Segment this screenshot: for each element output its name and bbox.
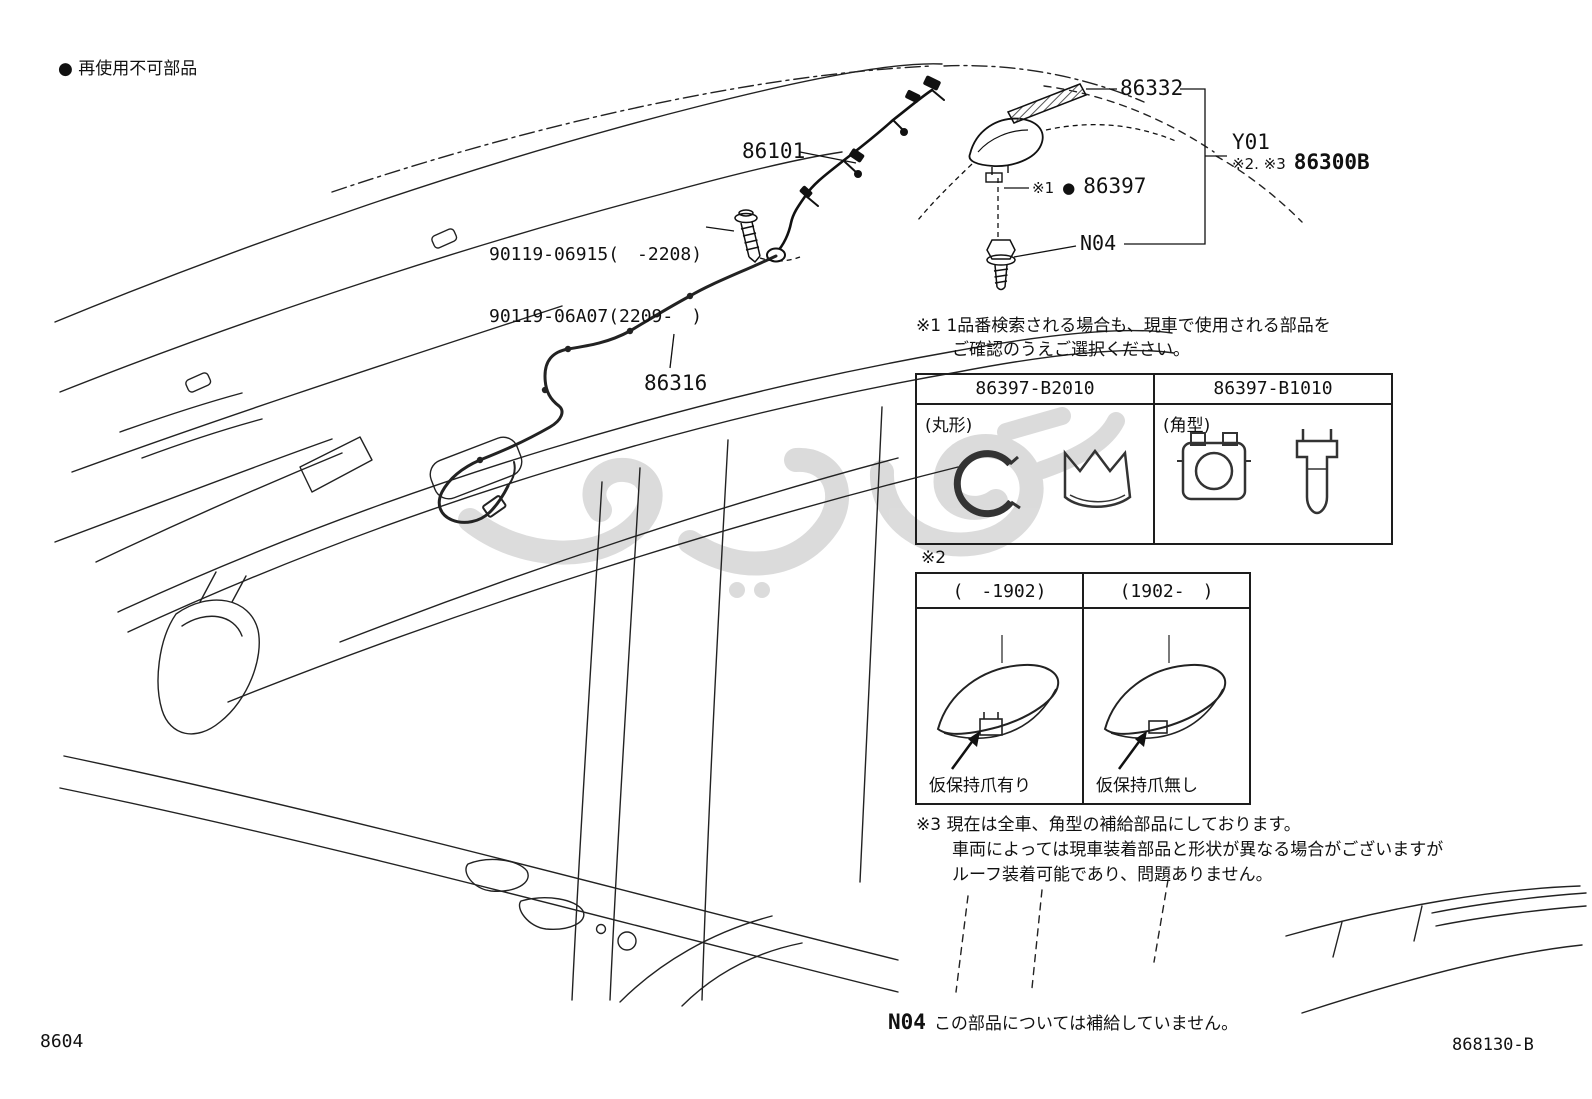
note2-mark: ※2: [921, 548, 947, 568]
part-label-86397: ※1 ● 86397: [1032, 174, 1146, 198]
footer-note-code: N04: [888, 1010, 926, 1034]
page-number: 8604: [40, 1031, 84, 1052]
ref-mark-86397: ※1: [1032, 179, 1055, 197]
fin-with-claw-drawing: [936, 635, 1059, 770]
table1-round-cell: (丸形): [917, 405, 1153, 543]
footer-note-text: この部品については補給していません。: [933, 1014, 1239, 1034]
door-handles: [465, 858, 637, 951]
table2-no-claw-caption: 仮保持爪無し: [1096, 776, 1198, 796]
legend-non-reusable: ● 再使用不可部品: [58, 59, 198, 80]
table1-square-cell: (角型): [1153, 405, 1391, 543]
table2-claw-caption: 仮保持爪有り: [929, 776, 1031, 796]
fin-without-claw-drawing: [1103, 635, 1226, 770]
note3-line2: 車両によっては現車装着部品と形状が異なる場合がございますが: [952, 840, 1444, 860]
fin-variant-table: ( -1902) (1902- ) 仮保持爪有り: [915, 572, 1251, 805]
part-label-n04: N04: [1080, 231, 1117, 255]
table2-col2-header: (1902- ): [1082, 574, 1249, 607]
footer-note: N04 この部品については補給していません。: [888, 1010, 1238, 1035]
clip-square-drawings: [1177, 429, 1339, 515]
table2-no-claw-cell: 仮保持爪無し: [1082, 609, 1249, 803]
part-label-90119: 90119-06915( -2208) 90119-06A07(2209- ): [489, 204, 702, 370]
non-reusable-dot-86397: ●: [1062, 179, 1076, 197]
clip-variant-table: 86397-B2010 86397-B1010 (丸形) (角型): [915, 373, 1393, 545]
part-label-86316: 86316: [644, 371, 708, 395]
shark-fin-antenna: [968, 117, 1044, 183]
ref-marks-86300b: ※2. ※3: [1232, 155, 1286, 173]
legend-text: 再使用不可部品: [78, 59, 198, 79]
note1-line1: ※1 1品番検索される場合も、現車で使用される部品を: [916, 316, 1331, 336]
part-number-86300b: 86300B: [1293, 150, 1370, 174]
table1-square-label: (角型): [1163, 416, 1211, 436]
table1-round-label: (丸形): [925, 416, 973, 436]
part-label-86300b: ※2. ※3 86300B: [1232, 150, 1370, 174]
table2-col1-header: ( -1902): [952, 581, 1047, 602]
table2-claw-cell: 仮保持爪有り: [917, 609, 1082, 803]
part-number-90119-06915: 90119-06915( -2208): [489, 244, 703, 266]
figure-number: 868130-B: [1452, 1035, 1534, 1055]
table1-col2-header: 86397-B1010: [1153, 375, 1391, 403]
part-number-86397: 86397: [1083, 174, 1147, 198]
note1-line2: ご確認のうえご選択ください。: [952, 340, 1190, 360]
table1-col1-header: 86397-B2010: [975, 378, 1095, 399]
roof-screw-90119: [734, 209, 761, 264]
part-number-90119-06a07: 90119-06A07(2209- ): [489, 306, 703, 328]
side-mirror: [157, 571, 260, 735]
part-label-86332: 86332: [1120, 76, 1184, 100]
note3-line1: ※3 現在は全車、角型の補給部品にしております。: [916, 815, 1301, 835]
antenna-rod-86332: [1006, 83, 1088, 124]
non-reusable-dot: ●: [58, 59, 73, 79]
part-label-y01: Y01: [1232, 130, 1270, 154]
antenna-harness-86101: [766, 75, 945, 263]
clip-round-drawings: [953, 448, 1132, 518]
part-label-86101: 86101: [742, 139, 806, 163]
mounting-bolt-n04: [986, 239, 1016, 291]
note3-line3: ルーフ装着可能であり、問題ありません。: [952, 865, 1273, 885]
